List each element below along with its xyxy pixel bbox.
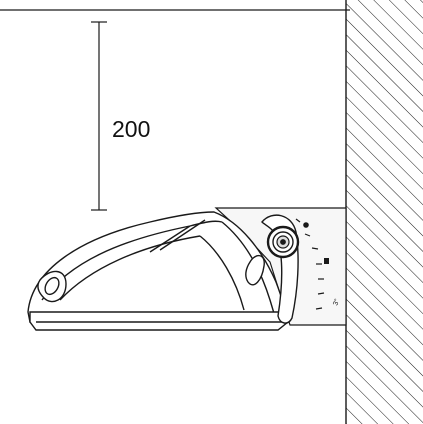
svg-text:3°: 3° (331, 297, 341, 306)
dimension-line (91, 21, 107, 211)
dimension-label: 200 (112, 116, 151, 142)
wall (345, 0, 423, 424)
luminaire-housing (27, 211, 289, 331)
adjustment-knob-icon (266, 225, 300, 259)
